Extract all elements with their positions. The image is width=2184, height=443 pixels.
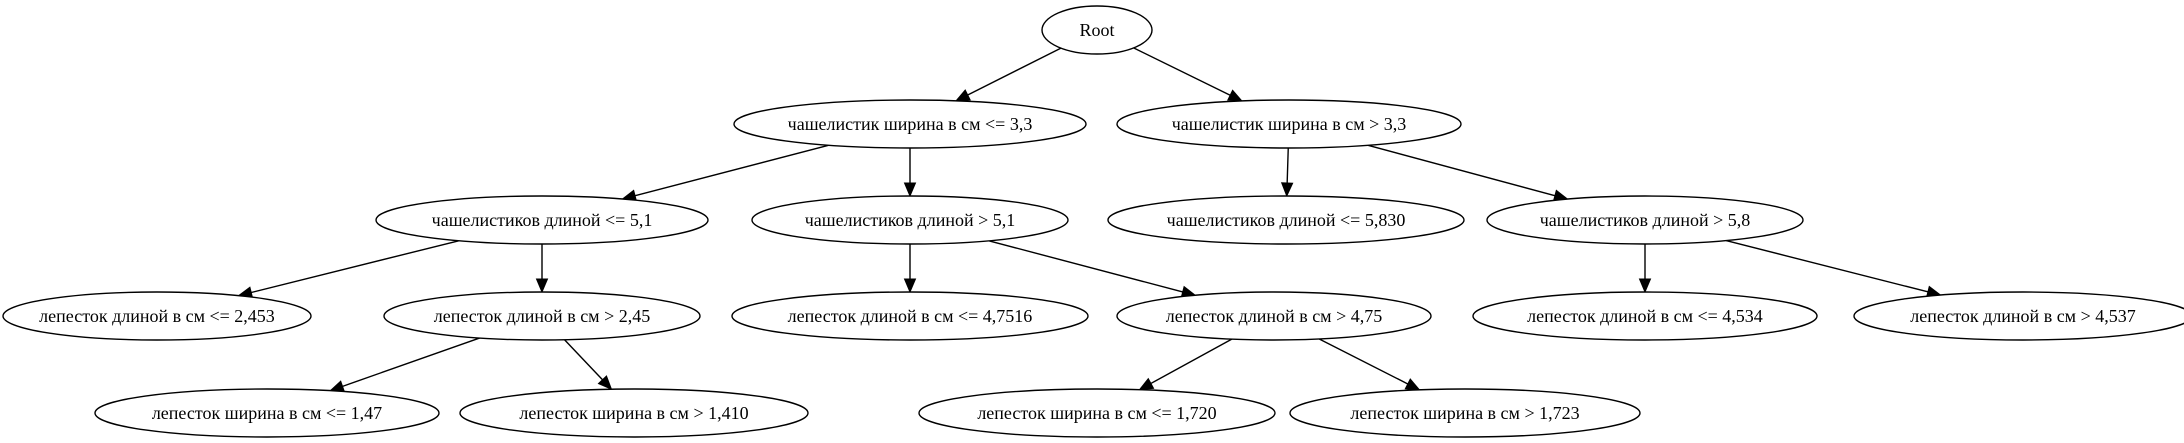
edge-n3-to-n8 [535, 244, 549, 294]
edge-root-to-n1 [954, 47, 1062, 102]
node-label: лепесток длиной в см <= 4,534 [1527, 306, 1763, 326]
edge-n10-to-n15 [1138, 338, 1233, 391]
node-label: чашелистик ширина в см <= 3,3 [788, 114, 1033, 134]
node-ellipse [459, 388, 809, 438]
tree-node-n13: лепесток ширина в см <= 1,47 [94, 388, 440, 438]
edge-n6-to-n11 [1638, 244, 1652, 294]
arrowhead [329, 380, 346, 393]
node-ellipse [94, 388, 440, 438]
tree-node-n6: чашелистиков длиной > 5,8 [1486, 195, 1804, 245]
tree-node-n8: лепесток длиной в см > 2,45 [383, 291, 701, 341]
tree-node-n2: чашелистик ширина в см > 3,3 [1116, 99, 1462, 149]
edges-layer [237, 47, 1942, 393]
node-label: лепесток ширина в см <= 1,720 [977, 403, 1216, 423]
arrowhead [954, 89, 971, 102]
tree-node-n10: лепесток длиной в см > 4,75 [1116, 291, 1432, 341]
tree-node-n7: лепесток длиной в см <= 2,453 [2, 291, 312, 341]
arrowhead [903, 182, 917, 198]
node-ellipse [1041, 5, 1153, 55]
edge-n2-to-n6 [1367, 144, 1569, 202]
node-ellipse [751, 195, 1069, 245]
node-ellipse [2, 291, 312, 341]
edge-line [1286, 147, 1289, 184]
node-label: лепесток длиной в см <= 4,7516 [788, 306, 1033, 326]
edge-line [1150, 338, 1233, 385]
tree-node-n15: лепесток ширина в см <= 1,720 [918, 388, 1276, 438]
node-ellipse [1107, 195, 1465, 245]
tree-node-n9: лепесток длиной в см <= 4,7516 [731, 291, 1089, 341]
edge-line [564, 339, 603, 381]
node-label: Root [1079, 20, 1114, 40]
node-label: лепесток ширина в см > 1,723 [1350, 403, 1579, 423]
node-ellipse [733, 99, 1087, 149]
node-label: чашелистиков длиной <= 5,830 [1167, 210, 1406, 230]
arrowhead [535, 278, 549, 294]
tree-node-n16: лепесток ширина в см > 1,723 [1289, 388, 1641, 438]
node-ellipse [1116, 291, 1432, 341]
arrowhead [903, 278, 917, 294]
edge-n1-to-n3 [621, 144, 829, 202]
node-ellipse [731, 291, 1089, 341]
arrowhead [1638, 278, 1652, 294]
node-ellipse [1289, 388, 1641, 438]
tree-node-n11: лепесток длиной в см <= 4,534 [1472, 291, 1818, 341]
edge-line [967, 47, 1062, 96]
edge-line [1725, 239, 1929, 293]
node-ellipse [918, 388, 1276, 438]
edge-n8-to-n13 [329, 337, 480, 393]
edge-n8-to-n14 [564, 339, 613, 391]
node-ellipse [1116, 99, 1462, 149]
edge-line [634, 144, 829, 197]
tree-node-n14: лепесток ширина в см > 1,410 [459, 388, 809, 438]
edge-line [342, 337, 480, 388]
edge-line [1367, 144, 1556, 197]
edge-n2-to-n5 [1280, 147, 1294, 198]
arrowhead [1404, 378, 1421, 391]
tree-node-n4: чашелистиков длиной > 5,1 [751, 195, 1069, 245]
node-label: лепесток длиной в см <= 2,453 [39, 306, 275, 326]
node-label: чашелистиков длиной > 5,1 [805, 210, 1016, 230]
arrowhead [1138, 377, 1155, 391]
tree-node-n3: чашелистиков длиной <= 5,1 [375, 195, 709, 245]
edge-line [1318, 338, 1409, 385]
arrowhead [597, 375, 613, 391]
node-ellipse [375, 195, 709, 245]
node-label: чашелистик ширина в см > 3,3 [1172, 114, 1407, 134]
tree-node-n5: чашелистиков длиной <= 5,830 [1107, 195, 1465, 245]
node-label: лепесток ширина в см > 1,410 [519, 403, 748, 423]
arrowhead [1280, 182, 1294, 198]
node-label: лепесток длиной в см > 4,75 [1166, 306, 1382, 326]
arrowhead [1226, 89, 1244, 102]
node-ellipse [1472, 291, 1818, 341]
edge-n6-to-n12 [1725, 239, 1942, 298]
tree-node-n1: чашелистик ширина в см <= 3,3 [733, 99, 1087, 149]
node-label: лепесток длиной в см > 4,537 [1910, 306, 2135, 326]
node-label: чашелистиков длиной <= 5,1 [432, 210, 653, 230]
edge-line [251, 240, 459, 294]
nodes-layer: Root чашелистик ширина в см <= 3,3 чашелис… [2, 5, 2184, 438]
tree-node-root: Root [1041, 5, 1153, 55]
edge-n4-to-n9 [903, 244, 917, 294]
node-ellipse [1486, 195, 1804, 245]
edge-n3-to-n7 [237, 240, 459, 299]
node-ellipse [1853, 291, 2184, 341]
edge-line [1133, 47, 1231, 96]
edge-n1-to-n4 [903, 148, 917, 198]
node-label: чашелистиков длиной > 5,8 [1540, 210, 1751, 230]
edge-n4-to-n10 [988, 240, 1197, 298]
edge-n10-to-n16 [1318, 338, 1421, 391]
tree-node-n12: лепесток длиной в см > 4,537 [1853, 291, 2184, 341]
edge-root-to-n2 [1133, 47, 1244, 102]
node-label: лепесток длиной в см > 2,45 [434, 306, 650, 326]
node-ellipse [383, 291, 701, 341]
edge-line [988, 240, 1183, 293]
node-label: лепесток ширина в см <= 1,47 [152, 403, 382, 423]
